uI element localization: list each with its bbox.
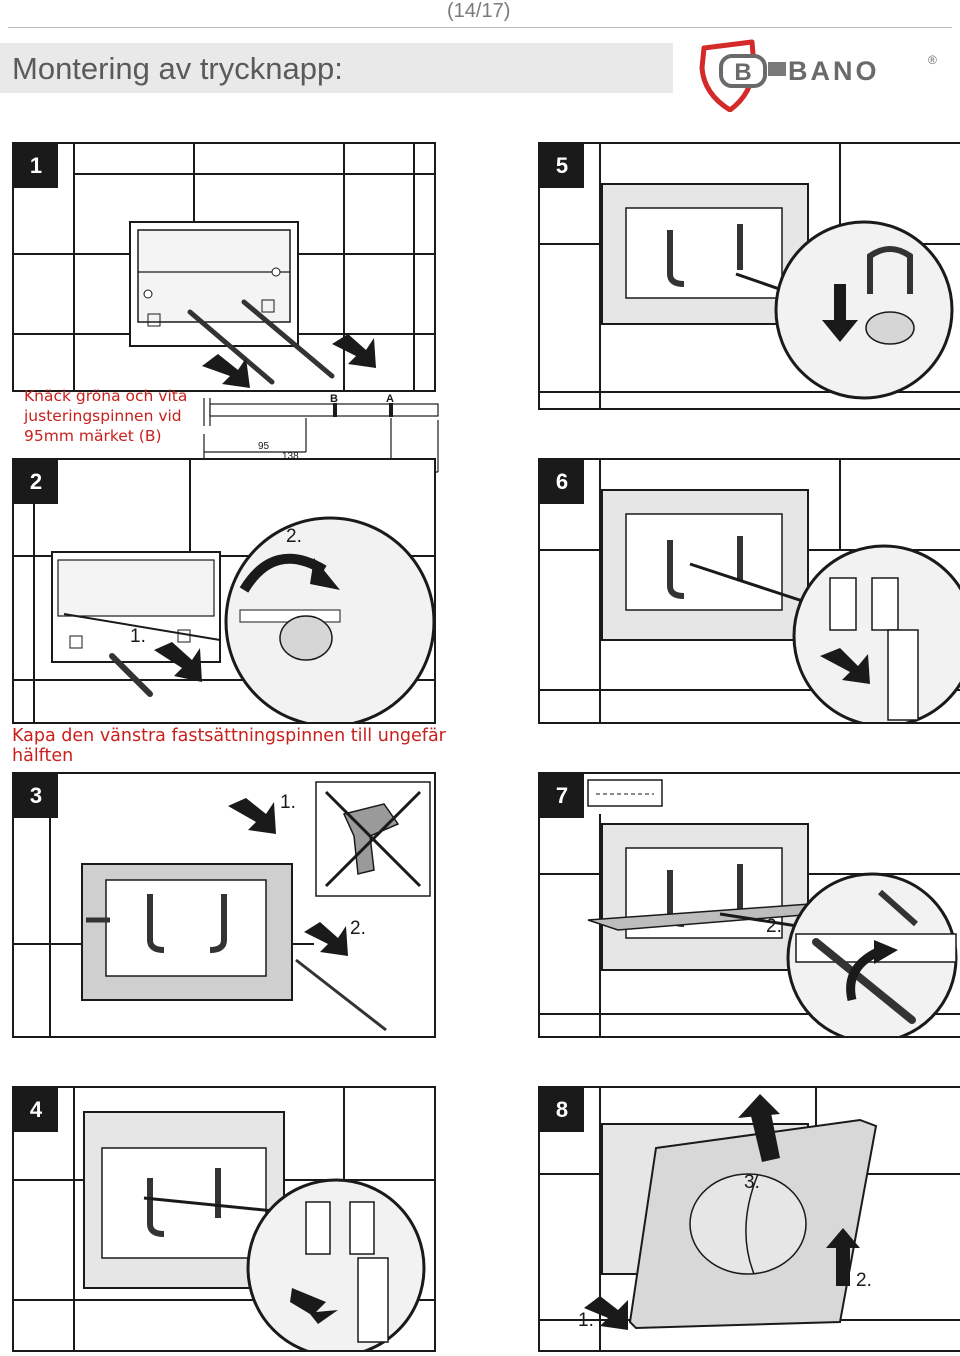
step-3-label-2: 2. <box>350 918 366 939</box>
step-7-label-2: 2. <box>766 916 782 937</box>
arrow-icon <box>584 1296 628 1330</box>
step-2-label-2: 2. <box>286 526 302 547</box>
brand-logo: B BANO ® <box>699 39 937 112</box>
step-2-badge: 2 <box>14 460 58 504</box>
step-8-panel: 3. 2. 1. 8 <box>538 1086 960 1352</box>
arrow-icon <box>228 798 276 834</box>
step-3-label-1: 1. <box>280 792 296 813</box>
prohibited-icon <box>324 790 422 888</box>
flush-button <box>689 1173 807 1275</box>
header-rule <box>8 27 952 28</box>
step-3-panel: 1. 2. 3 <box>12 772 436 1038</box>
step-7-panel: 2. 7 <box>538 772 960 1038</box>
measure-95-label: 95 <box>258 441 270 452</box>
step-2-panel: 1. 2. 2 <box>12 458 436 724</box>
measure-138-label: 138 <box>282 451 299 462</box>
step-3-illustration: 1. 2. <box>14 781 431 1036</box>
page-number: (14/17) <box>447 0 511 22</box>
step-4-illustration <box>14 1088 434 1350</box>
step-1-badge: 1 <box>14 144 58 188</box>
arrow-up-icon <box>836 1246 850 1286</box>
step-8-badge: 8 <box>540 1088 584 1132</box>
step-1-panel: 1 <box>12 142 436 392</box>
arrow-icon <box>304 922 348 956</box>
step-5-illustration <box>540 144 960 408</box>
step-2-label-1: 1. <box>130 626 146 647</box>
step-8-label-3: 3. <box>744 1172 760 1193</box>
arrow-down-icon <box>822 284 858 342</box>
marker-a-label: A <box>386 393 394 405</box>
step-8-illustration: 3. 2. 1. <box>540 1088 960 1350</box>
marker-b-label: B <box>330 393 338 405</box>
step-4-panel: 4 <box>12 1086 436 1352</box>
step-2-caption: Knäck gröna och vita justeringspinnen vi… <box>24 387 188 445</box>
step-3-caption: Kapa den vänstra fastsättningspinnen til… <box>12 726 446 766</box>
step-3-badge: 3 <box>14 774 58 818</box>
step-5-badge: 5 <box>540 144 584 188</box>
step-8-label-1: 1. <box>578 1310 594 1331</box>
step-7-illustration: 2. <box>540 779 960 1036</box>
arrow-icon <box>202 354 250 388</box>
step-7-badge: 7 <box>540 774 584 818</box>
step-1-illustration <box>14 144 434 390</box>
step-6-panel: 6 <box>538 458 960 724</box>
registered-mark: ® <box>928 53 937 67</box>
step-8-label-2: 2. <box>856 1270 872 1291</box>
step-5-panel: 5 <box>538 142 960 410</box>
step-6-illustration <box>540 460 960 722</box>
brand-name: BANO <box>788 56 880 86</box>
step-2-illustration: 1. 2. <box>14 460 434 722</box>
arrow-icon <box>154 642 202 682</box>
arrow-icon <box>820 648 870 684</box>
page-title: Montering av trycknapp: <box>12 51 343 86</box>
arrow-icon <box>290 1288 338 1324</box>
step-6-badge: 6 <box>540 460 584 504</box>
brand-emblem-letter: B <box>734 59 751 86</box>
title-bar: Montering av trycknapp: <box>0 43 673 93</box>
arrow-icon <box>332 334 376 368</box>
arrow-up-icon <box>750 1108 780 1162</box>
step-4-badge: 4 <box>14 1088 58 1132</box>
